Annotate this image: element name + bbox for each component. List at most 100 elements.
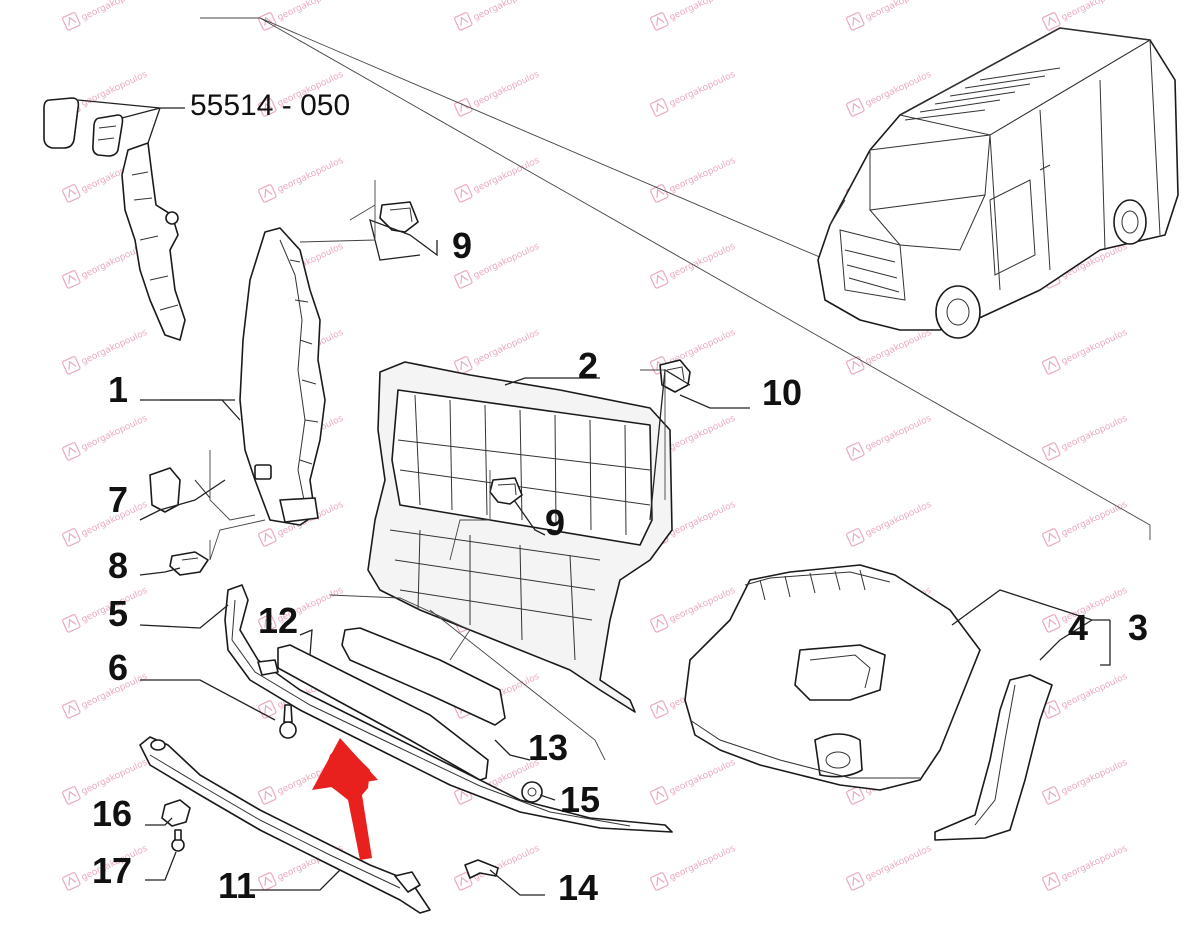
watermark-logo-icon [1041, 871, 1062, 892]
watermark-logo-icon [1041, 613, 1062, 634]
watermark-logo-icon [61, 613, 82, 634]
callout-13: 13 [528, 727, 568, 768]
part-12-mesh-grille [277, 644, 489, 781]
watermark-tile: georgakopoulos [1041, 328, 1129, 376]
watermark-tile: georgakopoulos [61, 328, 149, 376]
part-8-bracket [169, 551, 209, 576]
reference-line [200, 17, 1151, 540]
watermark-logo-icon [1041, 441, 1062, 462]
callout-10: 10 [762, 372, 802, 413]
watermark-tile: georgakopoulos [453, 156, 541, 204]
callout-15: 15 [560, 779, 600, 820]
part-2-front-frame [367, 361, 673, 713]
callout-5: 5 [108, 593, 128, 634]
watermark-logo-icon [845, 871, 866, 892]
watermark-tile: georgakopoulos [845, 0, 933, 32]
watermark-tile: georgakopoulos [649, 156, 737, 204]
watermark-tile: georgakopoulos [61, 586, 149, 634]
watermark-tile: georgakopoulos [1041, 758, 1129, 806]
watermark-logo-icon [649, 97, 670, 118]
watermark-text: georgakopoulos [864, 414, 933, 453]
watermark-text: georgakopoulos [1060, 0, 1129, 23]
watermark-text: georgakopoulos [668, 500, 737, 539]
washer-hose-assembly [43, 97, 186, 341]
watermark-text: georgakopoulos [864, 328, 933, 367]
watermark-text: georgakopoulos [472, 156, 541, 195]
watermark-logo-icon [649, 613, 670, 634]
watermark-logo-icon [649, 183, 670, 204]
watermark-logo-icon [257, 183, 278, 204]
callout-12: 12 [258, 600, 298, 641]
part-number-55514-050: 55514 - 050 [190, 89, 350, 122]
watermark-logo-icon [845, 785, 866, 806]
watermark-tile: georgakopoulos [453, 328, 541, 376]
watermark-tile: georgakopoulos [1041, 672, 1129, 720]
watermark-text: georgakopoulos [80, 758, 149, 797]
watermark-text: georgakopoulos [1060, 844, 1129, 883]
watermark-logo-icon [61, 269, 82, 290]
watermark-tile: georgakopoulos [1041, 0, 1129, 32]
watermark-text: georgakopoulos [472, 0, 541, 23]
watermark-logo-icon [845, 441, 866, 462]
part-3-front-bumper [684, 564, 981, 791]
part-14-clip [464, 859, 499, 879]
watermark-tile: georgakopoulos [649, 242, 737, 290]
watermark-logo-icon [845, 527, 866, 548]
red-arrow-indicator [312, 738, 378, 860]
watermark-text: georgakopoulos [1060, 328, 1129, 367]
watermark-text: georgakopoulos [864, 844, 933, 883]
watermark-text: georgakopoulos [1060, 758, 1129, 797]
watermark-text: georgakopoulos [80, 414, 149, 453]
part-5-lower-strip [224, 584, 673, 833]
watermark-text: georgakopoulos [668, 844, 737, 883]
leader-lines [139, 180, 1111, 896]
watermark-tile: georgakopoulos [61, 672, 149, 720]
callout-2: 2 [578, 345, 598, 386]
watermark-text: georgakopoulos [276, 156, 345, 195]
callout-14: 14 [558, 867, 598, 908]
watermark-text: georgakopoulos [668, 242, 737, 281]
watermark-logo-icon [453, 11, 474, 32]
part-1-side-bracket [239, 227, 326, 526]
watermark-text: georgakopoulos [668, 758, 737, 797]
watermark-tile: georgakopoulos [845, 500, 933, 548]
watermark-text: georgakopoulos [668, 586, 737, 625]
callout-4: 4 [1068, 607, 1088, 648]
watermark-logo-icon [845, 355, 866, 376]
watermark-logo-icon [61, 871, 82, 892]
watermark-tile: georgakopoulos [845, 414, 933, 462]
watermark-text: georgakopoulos [668, 0, 737, 23]
watermark-tile: georgakopoulos [845, 844, 933, 892]
watermark-tile: georgakopoulos [1041, 844, 1129, 892]
watermark-logo-icon [649, 269, 670, 290]
watermark-logo-icon [649, 11, 670, 32]
watermark-logo-icon [453, 269, 474, 290]
part-4-corner-trim [934, 674, 1053, 841]
watermark-tile: georgakopoulos [453, 0, 541, 32]
callout-11: 11 [218, 865, 256, 906]
watermark-logo-icon [1041, 355, 1062, 376]
watermark-logo-icon [61, 183, 82, 204]
part-6-screw [279, 704, 297, 739]
watermark-logo-icon [845, 97, 866, 118]
watermark-logo-icon [649, 871, 670, 892]
watermark-tile: georgakopoulos [649, 844, 737, 892]
watermark-text: georgakopoulos [80, 0, 149, 23]
watermark-logo-icon [61, 11, 82, 32]
watermark-tile: georgakopoulos [257, 0, 345, 32]
watermark-logo-icon [1041, 527, 1062, 548]
watermark-tile: georgakopoulos [845, 328, 933, 376]
callout-16: 16 [92, 793, 132, 834]
watermark-logo-icon [61, 527, 82, 548]
watermark-tile: georgakopoulos [1041, 414, 1129, 462]
watermark-text: georgakopoulos [1060, 500, 1129, 539]
callout-7: 7 [108, 479, 128, 520]
callout-9-lower: 9 [545, 502, 565, 543]
watermark-logo-icon [257, 527, 278, 548]
watermark-text: georgakopoulos [80, 328, 149, 367]
watermark-text: georgakopoulos [472, 328, 541, 367]
part-17-bolt [171, 829, 185, 852]
watermark-logo-icon [61, 699, 82, 720]
watermark-tile: georgakopoulos [61, 414, 149, 462]
part-13-mesh-grille [341, 627, 506, 726]
